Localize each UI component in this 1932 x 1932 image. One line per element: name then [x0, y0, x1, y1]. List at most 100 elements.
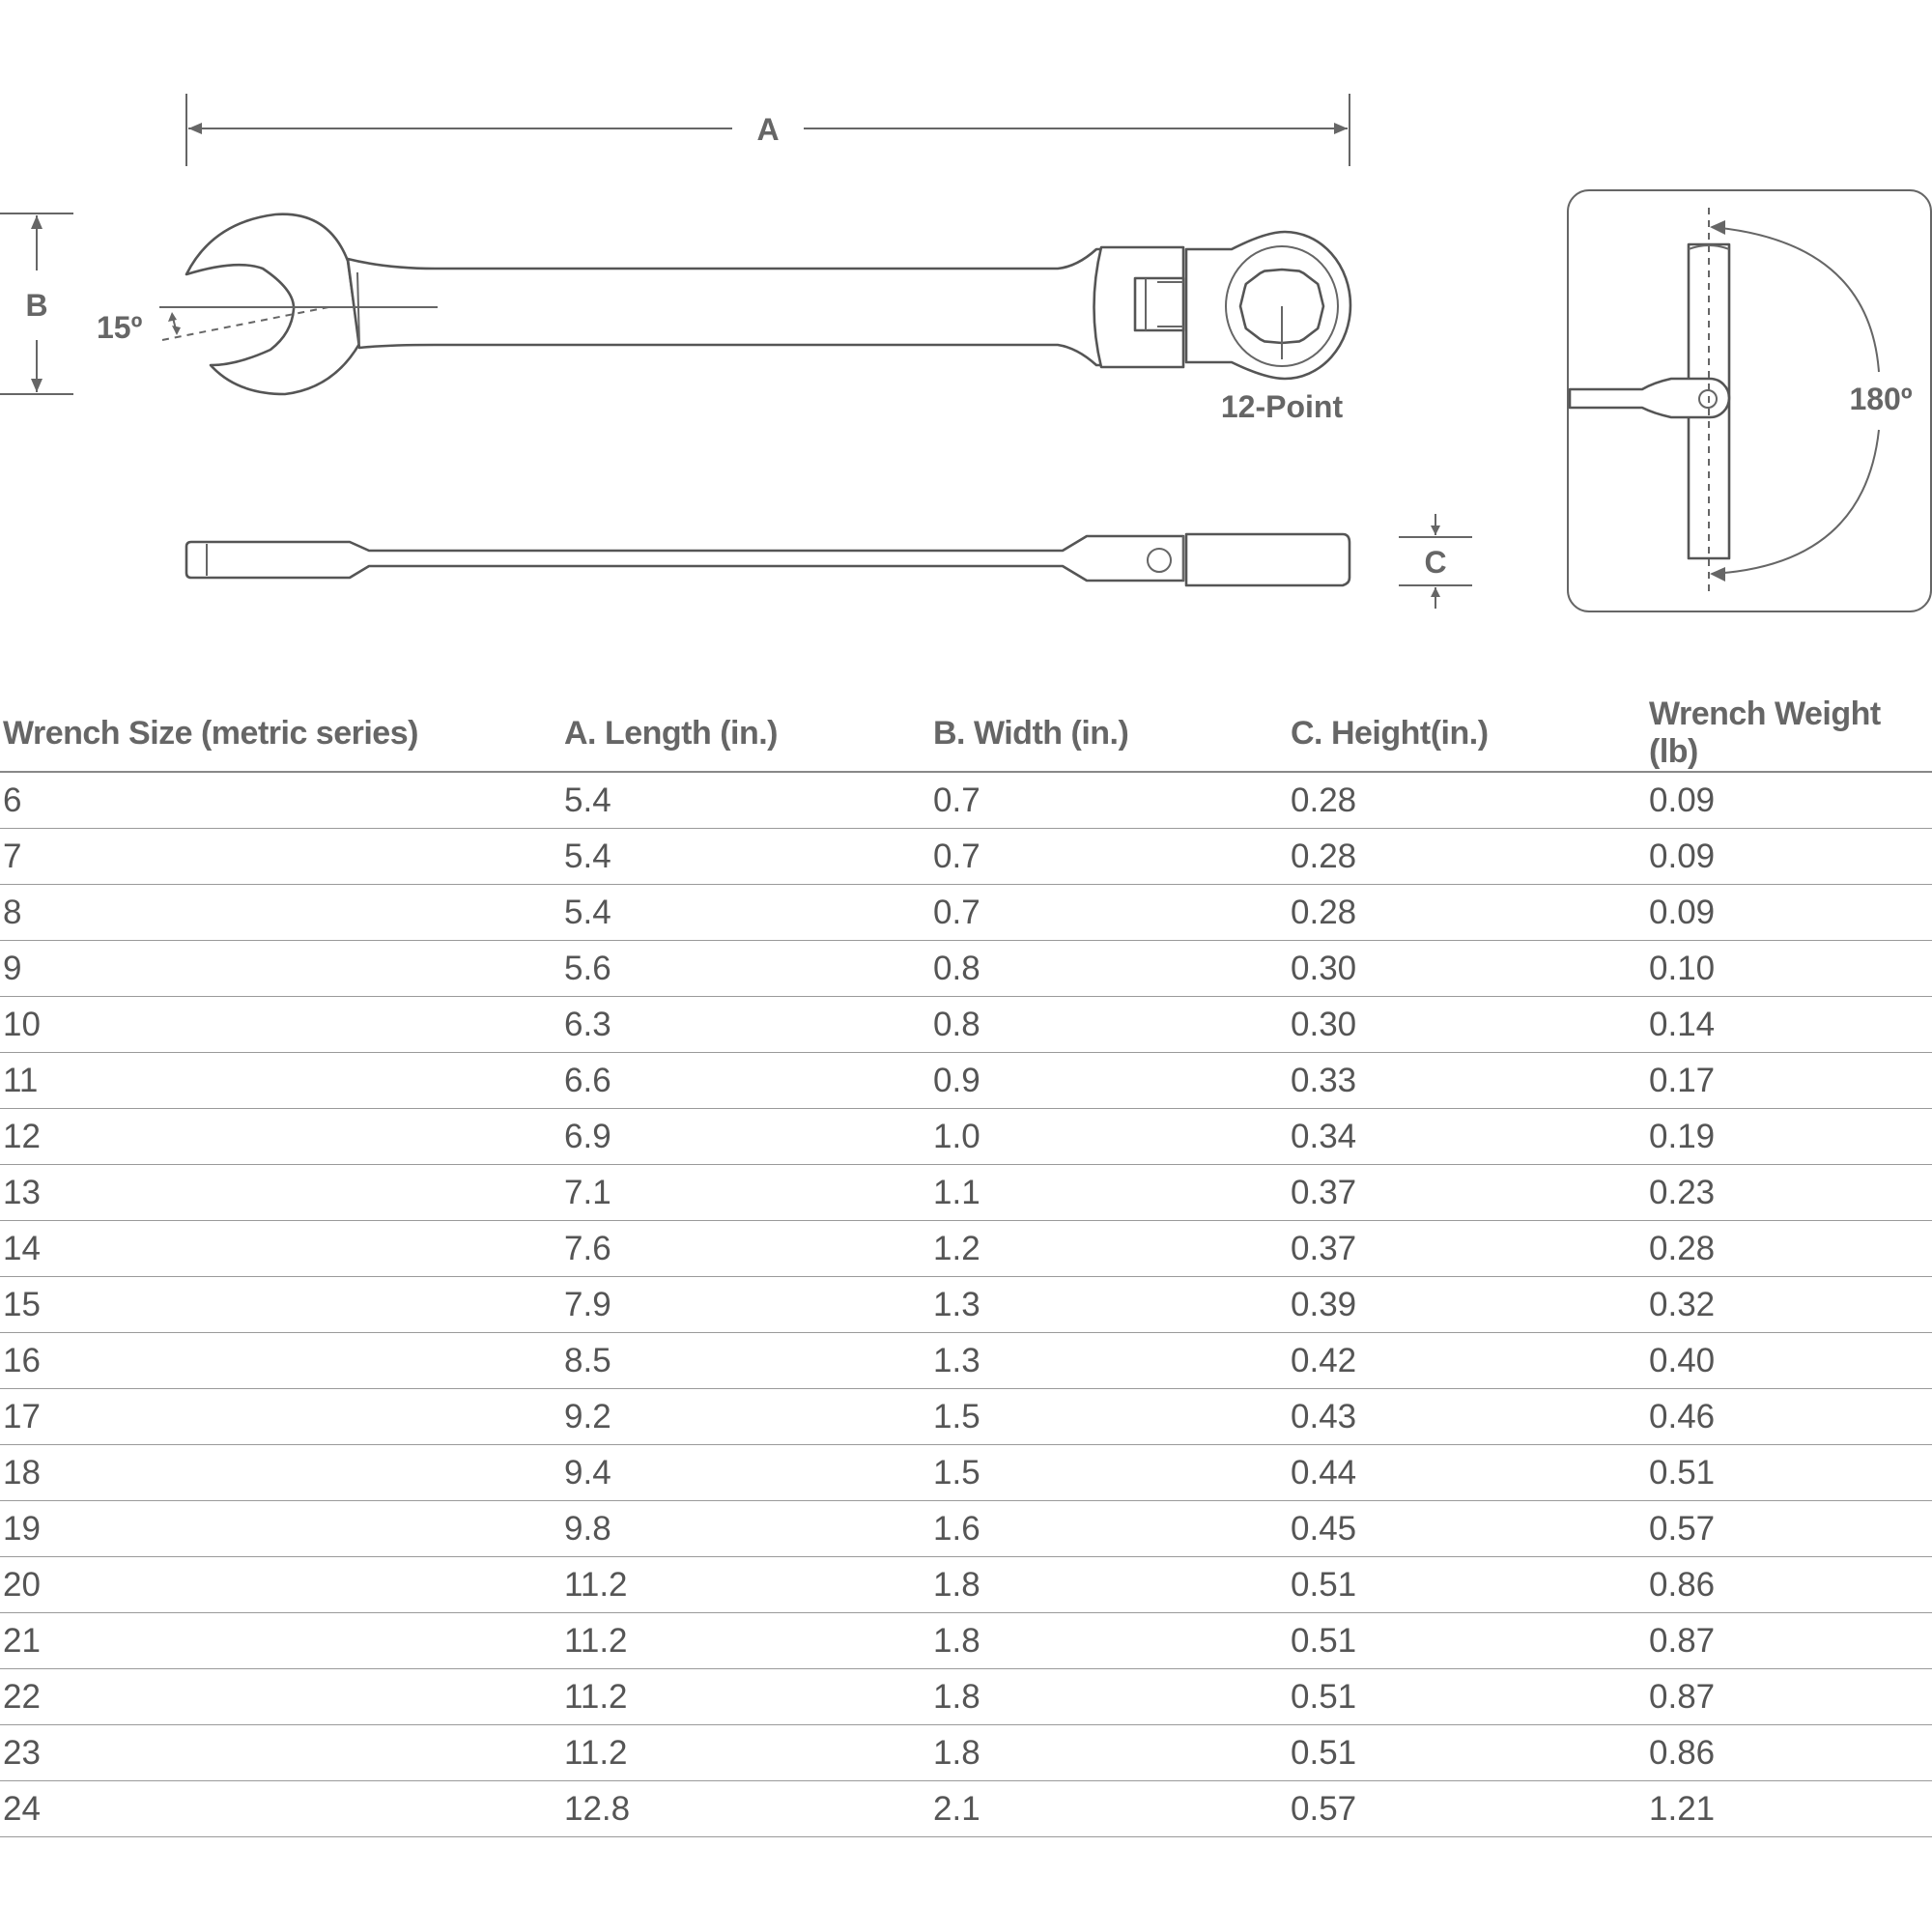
cell-height: 0.45 [1288, 1500, 1646, 1557]
cell-height: 0.51 [1288, 1724, 1646, 1781]
wrench-side-view [185, 532, 1351, 587]
cell-weight: 1.21 [1646, 1780, 1932, 1837]
cell-weight: 0.14 [1646, 996, 1932, 1053]
cell-size: 16 [0, 1332, 561, 1389]
flex-head-panel: 180º [1567, 189, 1932, 612]
cell-size: 12 [0, 1108, 561, 1165]
cell-size: 11 [0, 1052, 561, 1109]
cell-width: 1.3 [930, 1276, 1288, 1333]
cell-weight: 0.23 [1646, 1164, 1932, 1221]
cell-width: 1.3 [930, 1332, 1288, 1389]
cell-length: 8.5 [561, 1332, 930, 1389]
header-width: B. Width (in.) [930, 696, 1288, 773]
cell-height: 0.43 [1288, 1388, 1646, 1445]
cell-width: 1.6 [930, 1500, 1288, 1557]
cell-width: 0.8 [930, 996, 1288, 1053]
cell-length: 9.4 [561, 1444, 930, 1501]
cell-size: 21 [0, 1612, 561, 1669]
cell-size: 14 [0, 1220, 561, 1277]
cell-size: 10 [0, 996, 561, 1053]
cell-width: 2.1 [930, 1780, 1288, 1837]
cell-length: 11.2 [561, 1612, 930, 1669]
cell-height: 0.42 [1288, 1332, 1646, 1389]
cell-length: 11.2 [561, 1724, 930, 1781]
cell-size: 22 [0, 1668, 561, 1725]
cell-length: 6.6 [561, 1052, 930, 1109]
cell-height: 0.28 [1288, 828, 1646, 885]
table-header-row: Wrench Size (metric series) A. Length (i… [0, 696, 1932, 773]
cell-height: 0.51 [1288, 1612, 1646, 1669]
cell-weight: 0.19 [1646, 1108, 1932, 1165]
cell-length: 6.9 [561, 1108, 930, 1165]
cell-width: 1.8 [930, 1668, 1288, 1725]
dimension-b: B [0, 213, 73, 395]
cell-width: 0.7 [930, 772, 1288, 829]
cell-width: 1.5 [930, 1388, 1288, 1445]
cell-size: 24 [0, 1780, 561, 1837]
label-a: A [756, 112, 779, 147]
cell-weight: 0.87 [1646, 1612, 1932, 1669]
cell-height: 0.37 [1288, 1220, 1646, 1277]
cell-height: 0.30 [1288, 996, 1646, 1053]
label-b: B [25, 288, 47, 323]
cell-size: 23 [0, 1724, 561, 1781]
cell-height: 0.51 [1288, 1668, 1646, 1725]
cell-size: 17 [0, 1388, 561, 1445]
cell-size: 15 [0, 1276, 561, 1333]
cell-width: 1.2 [930, 1220, 1288, 1277]
cell-length: 12.8 [561, 1780, 930, 1837]
cell-size: 19 [0, 1500, 561, 1557]
cell-size: 8 [0, 884, 561, 941]
cell-height: 0.37 [1288, 1164, 1646, 1221]
cell-length: 9.8 [561, 1500, 930, 1557]
cell-size: 20 [0, 1556, 561, 1613]
header-weight: Wrench Weight (lb) [1646, 696, 1932, 773]
cell-width: 0.9 [930, 1052, 1288, 1109]
cell-weight: 0.17 [1646, 1052, 1932, 1109]
angle-label: 15º [97, 310, 143, 345]
cell-height: 0.33 [1288, 1052, 1646, 1109]
cell-size: 13 [0, 1164, 561, 1221]
header-length: A. Length (in.) [561, 696, 930, 773]
dimension-c: C [1399, 514, 1472, 609]
cell-height: 0.51 [1288, 1556, 1646, 1613]
wrench-spec-table: Wrench Size (metric series) A. Length (i… [0, 696, 1932, 1837]
cell-weight: 0.86 [1646, 1724, 1932, 1781]
cell-weight: 0.40 [1646, 1332, 1932, 1389]
cell-height: 0.34 [1288, 1108, 1646, 1165]
cell-length: 11.2 [561, 1556, 930, 1613]
label-c: C [1424, 545, 1446, 580]
cell-weight: 0.09 [1646, 828, 1932, 885]
angle-annotation: 15º [97, 306, 438, 345]
cell-weight: 0.57 [1646, 1500, 1932, 1557]
cell-width: 0.7 [930, 828, 1288, 885]
cell-length: 5.4 [561, 772, 930, 829]
wrench-top-view [185, 213, 1352, 396]
cell-weight: 0.46 [1646, 1388, 1932, 1445]
dimension-a: A [185, 94, 1350, 166]
cell-width: 0.8 [930, 940, 1288, 997]
cell-length: 6.3 [561, 996, 930, 1053]
cell-height: 0.28 [1288, 772, 1646, 829]
point-label: 12-Point [1221, 389, 1344, 424]
cell-height: 0.57 [1288, 1780, 1646, 1837]
cell-weight: 0.28 [1646, 1220, 1932, 1277]
